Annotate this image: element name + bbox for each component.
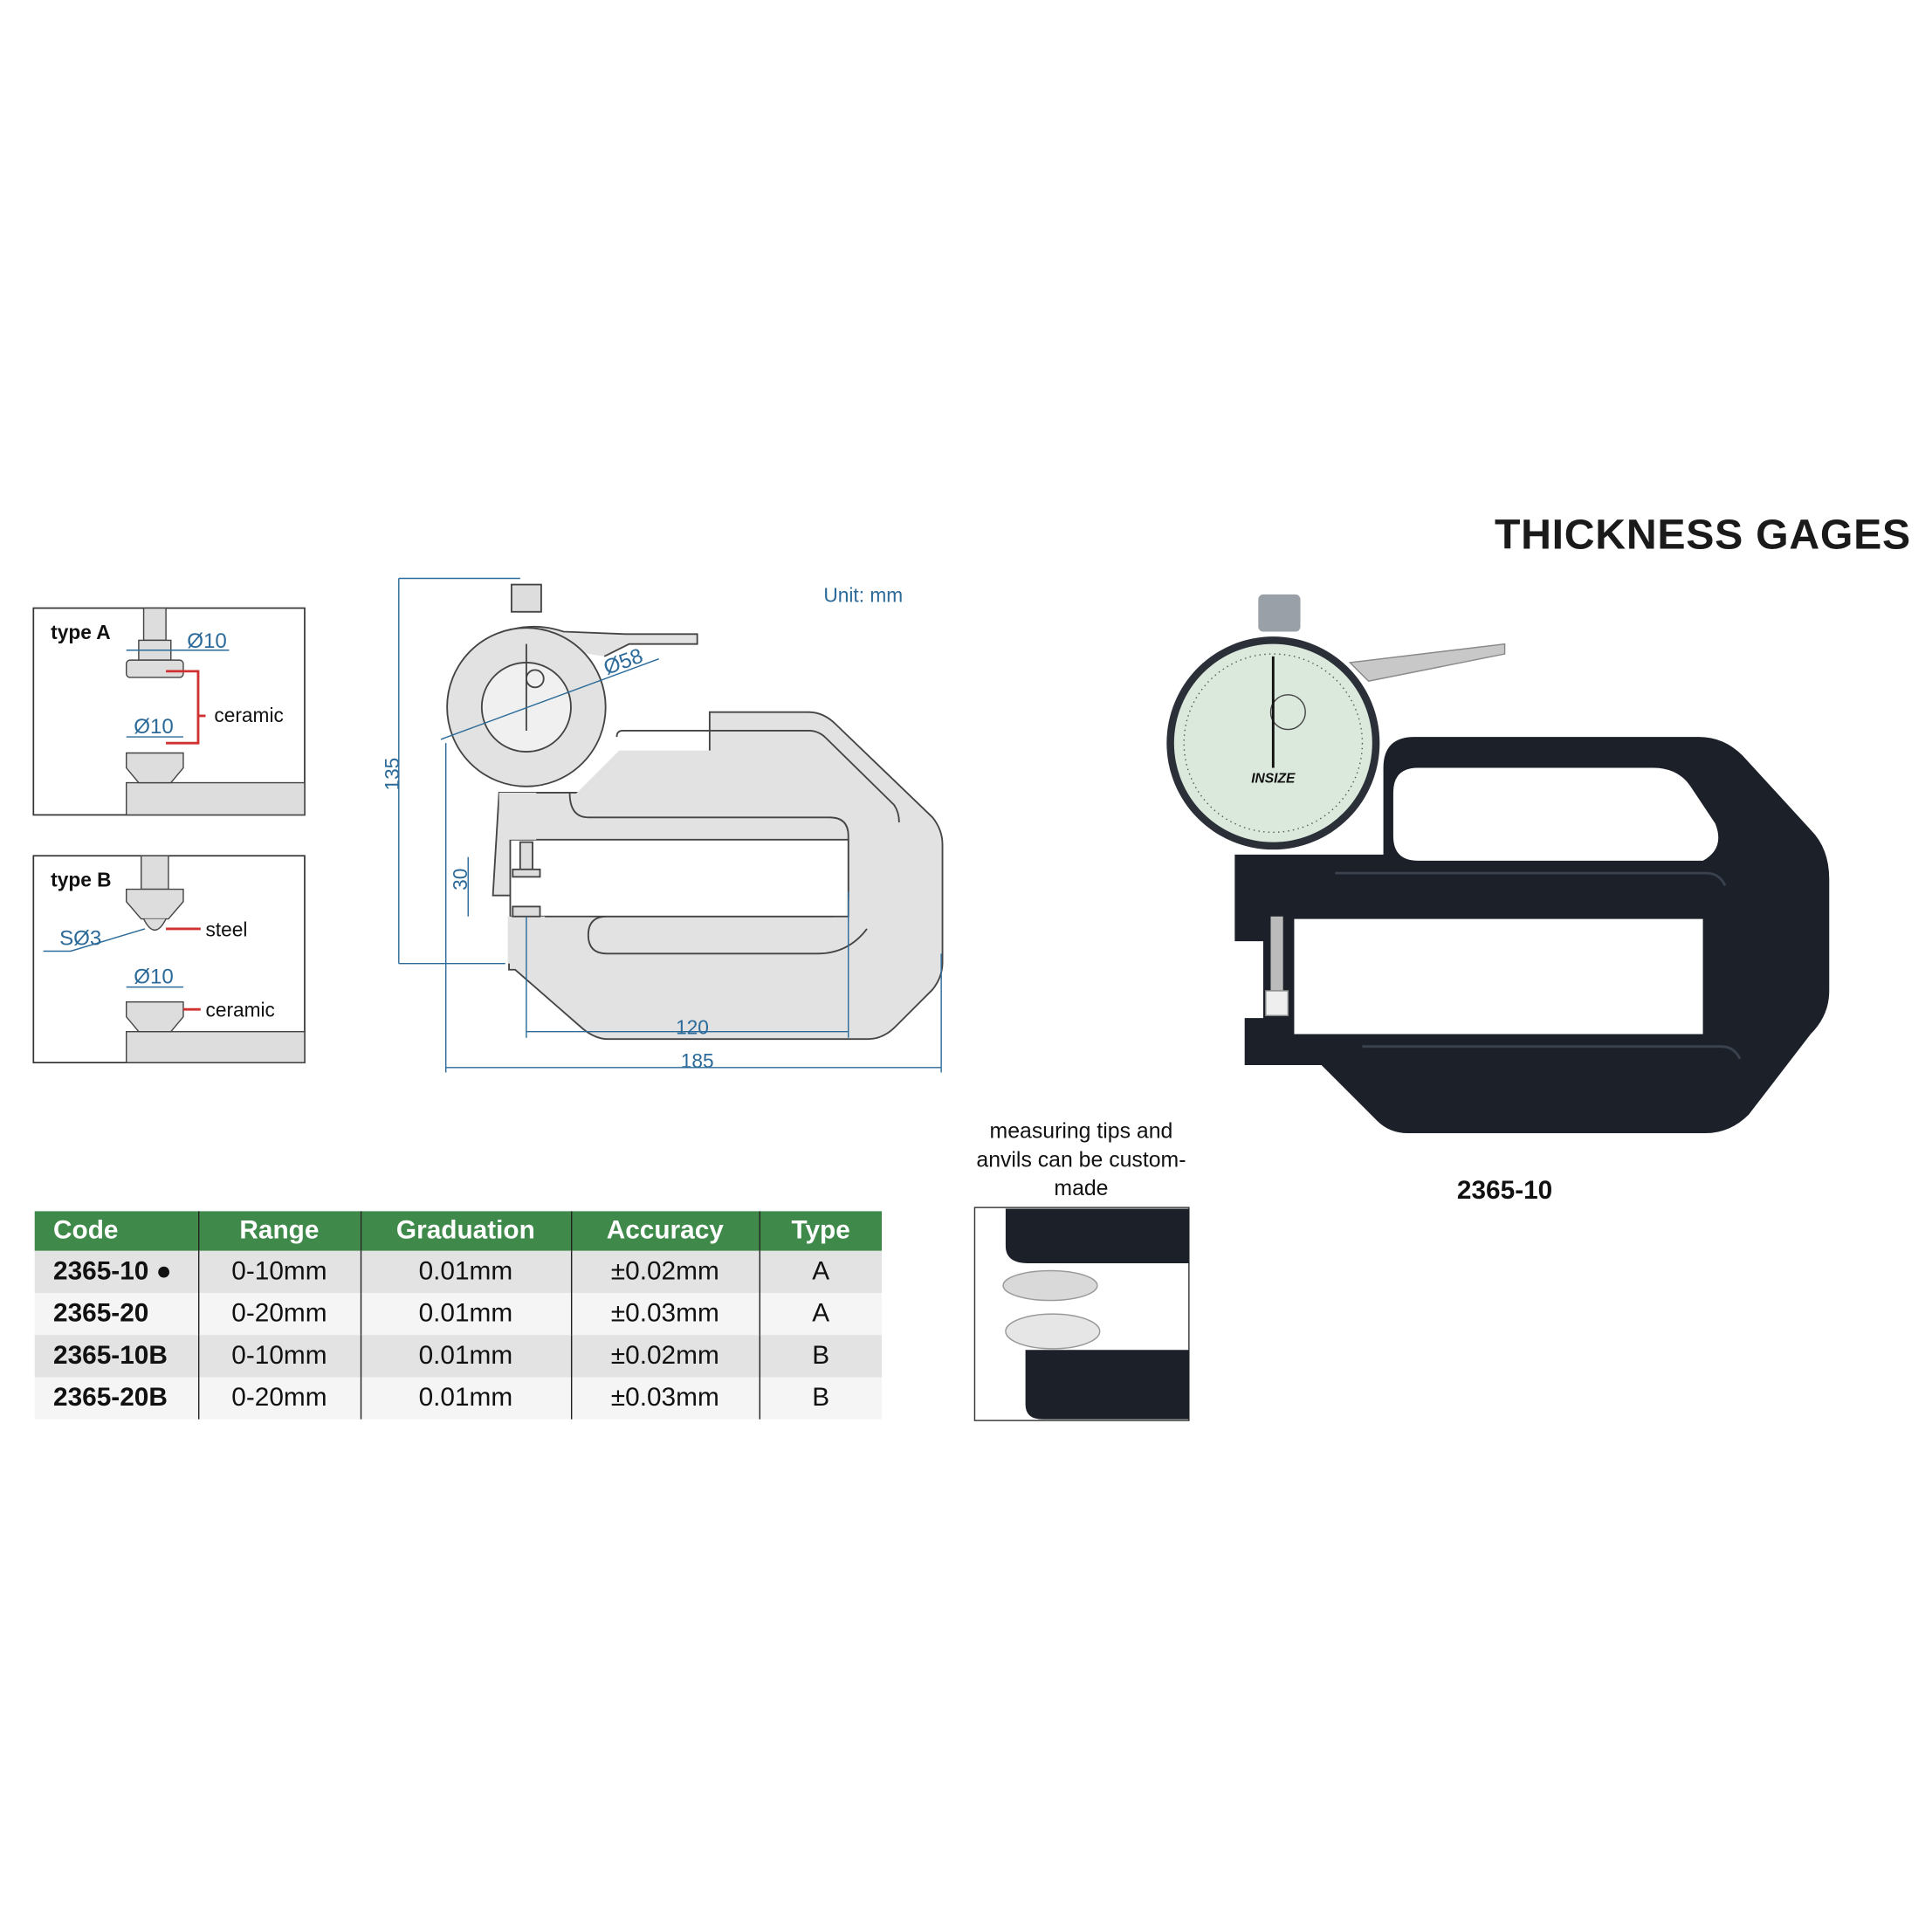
spec-table: Code Range Graduation Accuracy Type 2365… <box>34 1211 883 1420</box>
cell-type: A <box>758 1293 883 1336</box>
cell-accuracy: ±0.02mm <box>570 1335 760 1378</box>
table-row: 2365-10B 0-10mm 0.01mm ±0.02mm B <box>34 1335 883 1378</box>
cell-type: B <box>758 1335 883 1378</box>
type-a-dia-bottom: Ø10 <box>134 715 174 739</box>
dim-length: 185 <box>681 1049 714 1072</box>
type-b-tip-material: steel <box>205 918 247 940</box>
cell-graduation: 0.01mm <box>360 1377 571 1420</box>
type-b-anvil-material: ceramic <box>205 999 274 1021</box>
cell-type: B <box>758 1377 883 1420</box>
type-b-dia-bottom: Ø10 <box>134 965 174 988</box>
header-accuracy: Accuracy <box>570 1211 760 1251</box>
table-header-row: Code Range Graduation Accuracy Type <box>34 1211 883 1251</box>
cell-code: 2365-10B <box>34 1335 198 1378</box>
dim-depth: 120 <box>676 1016 709 1039</box>
dim-gap: 30 <box>449 869 471 890</box>
cell-accuracy: ±0.03mm <box>570 1293 760 1336</box>
cell-code: 2365-20B <box>34 1377 198 1420</box>
type-a-dia-top: Ø10 <box>187 629 227 653</box>
dimension-lines <box>398 577 942 1073</box>
cell-range: 0-20mm <box>197 1377 361 1420</box>
header-type: Type <box>758 1211 883 1251</box>
type-a-material: ceramic <box>214 704 283 726</box>
product-model-label: 2365-10 <box>1456 1176 1553 1206</box>
inset-photo <box>973 1207 1190 1421</box>
cell-accuracy: ±0.02mm <box>570 1250 760 1294</box>
cell-range: 0-10mm <box>197 1335 361 1378</box>
cell-graduation: 0.01mm <box>360 1293 571 1336</box>
unit-label: Unit: mm <box>823 585 904 608</box>
type-b-detail: type B SØ3 steel Ø10 ceramic <box>32 855 306 1064</box>
table-row: 2365-20 0-20mm 0.01mm ±0.03mm A <box>34 1293 883 1336</box>
cell-code: 2365-20 <box>34 1293 198 1336</box>
cell-graduation: 0.01mm <box>360 1250 571 1294</box>
cell-graduation: 0.01mm <box>360 1335 571 1378</box>
dim-height: 135 <box>381 758 403 791</box>
type-a-detail: type A Ø10 Ø10 ceramic <box>32 607 306 816</box>
page-title: THICKNESS GAGES <box>1494 511 1911 559</box>
type-b-sphere: SØ3 <box>59 926 101 950</box>
cell-type: A <box>758 1250 883 1294</box>
type-a-label: type A <box>51 621 111 643</box>
product-photo: INSIZE <box>1166 594 1830 1134</box>
cell-range: 0-10mm <box>197 1250 361 1294</box>
header-graduation: Graduation <box>360 1211 571 1251</box>
header-code: Code <box>34 1211 198 1251</box>
header-range: Range <box>197 1211 361 1251</box>
table-row: 2365-20B 0-20mm 0.01mm ±0.03mm B <box>34 1377 883 1420</box>
inset-caption: measuring tips and anvils can be custom-… <box>976 1117 1186 1200</box>
dial-brand: INSIZE <box>1251 772 1296 787</box>
table-row: 2365-10 ● 0-10mm 0.01mm ±0.02mm A <box>34 1250 883 1294</box>
cell-accuracy: ±0.03mm <box>570 1377 760 1420</box>
gauge-drawing <box>446 583 944 1041</box>
cell-code: 2365-10 ● <box>34 1250 198 1294</box>
type-b-label: type B <box>51 869 111 891</box>
cell-range: 0-20mm <box>197 1293 361 1336</box>
